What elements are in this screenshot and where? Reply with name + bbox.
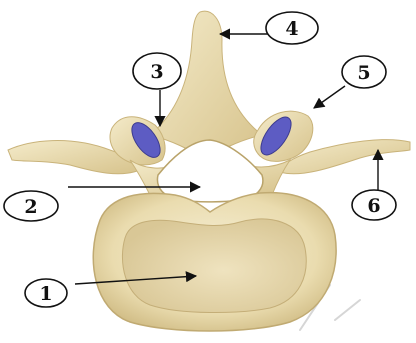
vertebral-foramen bbox=[157, 140, 262, 202]
callout-6: 6 bbox=[352, 150, 396, 220]
callout-2-number: 2 bbox=[24, 196, 37, 218]
callout-5: 5 bbox=[314, 56, 386, 108]
callout-6-number: 6 bbox=[367, 195, 380, 217]
callout-3-number: 3 bbox=[150, 61, 163, 83]
callout-1-number: 1 bbox=[39, 283, 52, 305]
vertebral-body-inner bbox=[122, 219, 306, 312]
callout-5-arrow bbox=[314, 86, 345, 108]
callout-5-number: 5 bbox=[357, 62, 370, 84]
callout-4: 4 bbox=[220, 12, 318, 44]
callout-4-number: 4 bbox=[285, 18, 298, 40]
